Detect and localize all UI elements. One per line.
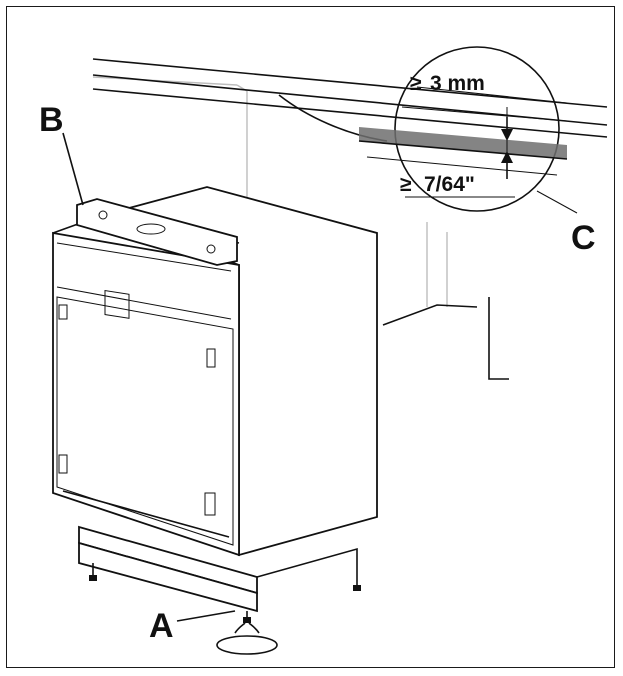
- worktop-top-edge: [92, 58, 608, 108]
- hinge-bottom-right: [204, 492, 216, 516]
- worktop: [92, 58, 608, 138]
- plinth-front: [78, 541, 258, 613]
- level-vial-right: [206, 244, 216, 254]
- level-vial-left: [98, 210, 108, 220]
- hinge-top-left: [58, 304, 68, 320]
- appliance-top-line: [358, 140, 568, 160]
- door-panel: [56, 296, 234, 546]
- control-panel-bottom: [56, 286, 232, 320]
- dishwasher: [52, 132, 378, 623]
- detail-top-line-2: [401, 106, 568, 122]
- spirit-level-icon: [76, 198, 238, 266]
- c-leader: [536, 190, 578, 214]
- dishwasher-front: [52, 231, 240, 557]
- arrow-up-icon: [501, 151, 513, 163]
- rotation-arrows-icon: [216, 622, 278, 655]
- arrow-down-icon: [501, 129, 513, 141]
- illustration-frame: ≥ 3 mm ≥ 7/64": [6, 6, 615, 668]
- hinge-mid-right: [206, 348, 216, 368]
- door-bottom-strip: [62, 490, 230, 538]
- detail-top-line: [416, 86, 568, 104]
- rotation-ellipse: [216, 635, 278, 655]
- niche-floor-line: [382, 304, 478, 326]
- dim-imperial-value: 7/64": [424, 173, 475, 196]
- detail-circle: [394, 46, 560, 212]
- dim-metric-value: 3 mm: [430, 72, 485, 95]
- level-bubble: [136, 223, 166, 235]
- hinge-bottom-left: [58, 454, 68, 474]
- a-leader: [176, 610, 236, 622]
- niche-top-back: [92, 76, 238, 86]
- dim-imperial-symbol: ≥: [400, 173, 412, 196]
- label-b: B: [39, 101, 64, 139]
- foot-front-left: [89, 575, 97, 581]
- niche-right-leg: [488, 297, 509, 380]
- gap-shade: [359, 127, 567, 159]
- worktop-under-edge: [92, 88, 608, 138]
- rotation-arrow-left: [234, 622, 246, 634]
- label-c: C: [571, 219, 596, 257]
- installation-diagram: ≥ 3 mm ≥ 7/64": [39, 46, 608, 655]
- control-panel-top: [56, 242, 232, 272]
- rotation-arrow-right: [248, 622, 260, 634]
- foot-front-right: [243, 617, 251, 623]
- label-a: A: [149, 607, 174, 645]
- spirit-level: [76, 198, 238, 266]
- foot-rear-right: [353, 585, 361, 591]
- b-leader: [62, 132, 84, 206]
- gap-detail-callout: [278, 46, 578, 214]
- detail-bottom-line: [366, 156, 558, 176]
- control-display: [104, 289, 130, 319]
- dim-metric-symbol: ≥: [410, 72, 422, 95]
- plinth-side: [256, 547, 358, 578]
